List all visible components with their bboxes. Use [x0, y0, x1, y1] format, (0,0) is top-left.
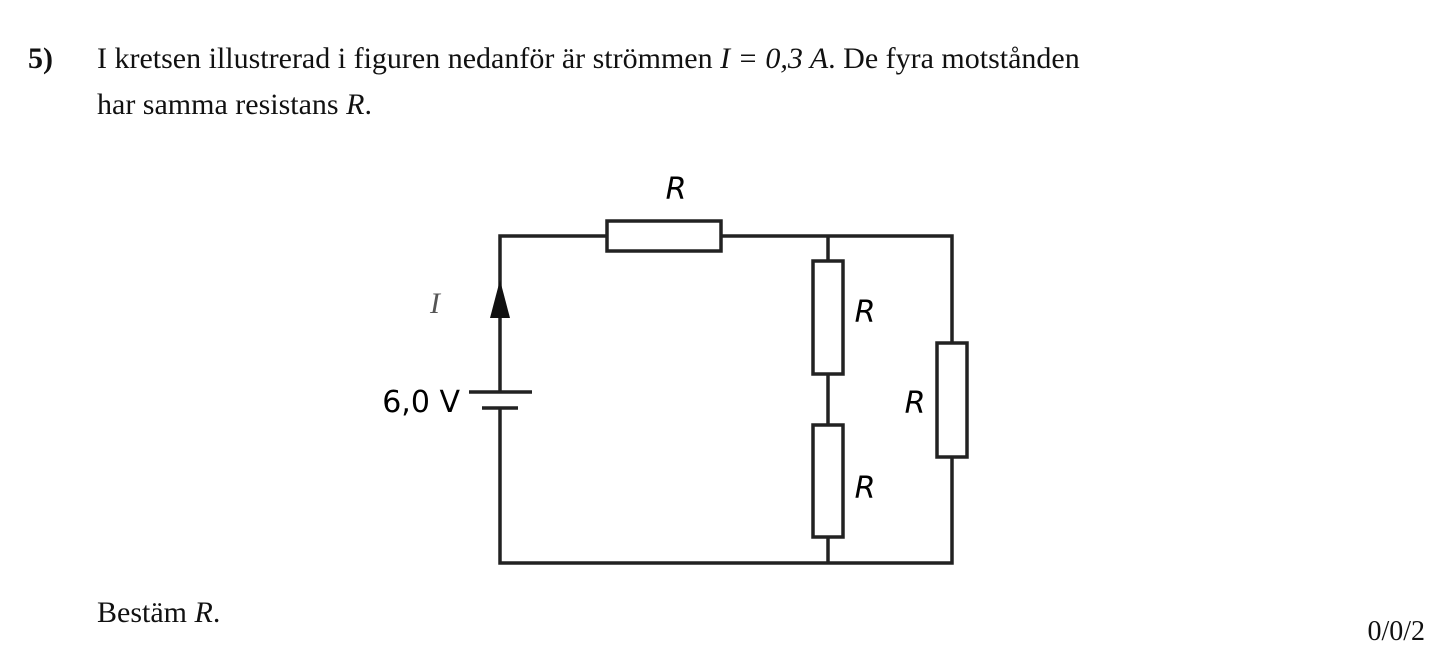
resistor-right-label: R	[905, 386, 926, 421]
variable-r: R	[194, 596, 213, 629]
text: Bestäm	[97, 596, 195, 629]
wire	[498, 234, 607, 392]
wire	[721, 234, 954, 343]
task-text: Bestäm R.	[97, 598, 220, 628]
current-label: I	[429, 287, 442, 320]
text: I kretsen illustrerad i figuren nedanför…	[97, 42, 721, 75]
resistor-middle-upper-label: R	[855, 295, 876, 330]
resistor-middle-lower	[811, 423, 845, 539]
resistor-middle-lower-label: R	[855, 471, 876, 506]
text: . De fyra motstånden	[828, 42, 1080, 75]
wire	[498, 408, 954, 565]
points-indicator: 0/0/2	[1367, 616, 1425, 647]
text: har samma resistans	[97, 88, 347, 121]
resistor-top	[605, 219, 723, 253]
problem-text-line-1: I kretsen illustrerad i figuren nedanför…	[97, 44, 1080, 74]
resistor-right	[935, 341, 969, 459]
current-expression: I = 0,3 A	[720, 42, 829, 75]
resistor-top-label: R	[666, 172, 687, 207]
variable-r: R	[346, 88, 365, 121]
current-arrow-icon	[490, 280, 510, 318]
resistor-middle-upper	[811, 259, 845, 376]
voltage-label: 6,0 V	[382, 385, 460, 420]
text: .	[212, 596, 221, 629]
problem-number: 5)	[28, 42, 53, 75]
problem-text-line-2: har samma resistans R.	[97, 90, 372, 120]
text: .	[364, 88, 372, 121]
